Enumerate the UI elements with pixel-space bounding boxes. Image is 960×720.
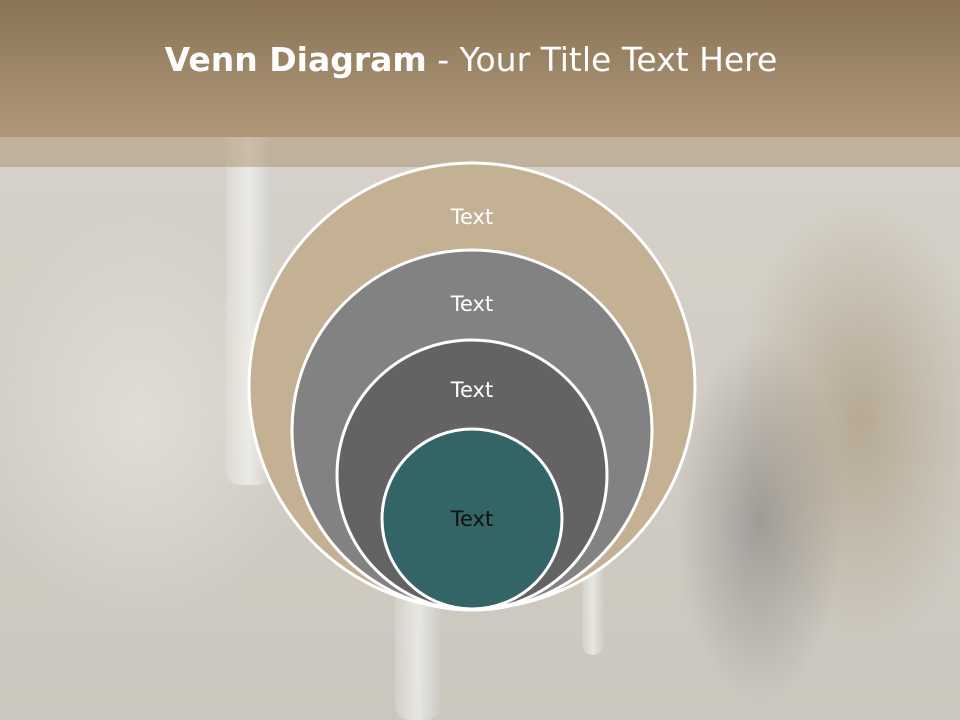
venn-label-3: Text (450, 378, 493, 402)
icicle-bottom (395, 590, 441, 720)
title-bar (0, 0, 960, 137)
venn-label-2: Text (450, 292, 493, 316)
venn-circle-4[interactable] (380, 427, 564, 611)
venn-label-4: Text (450, 507, 493, 531)
title-bold-part: Venn Diagram (164, 40, 427, 79)
slide-title: Venn Diagram - Your Title Text Here (0, 40, 942, 79)
title-rest-part: - Your Title Text Here (426, 40, 778, 79)
venn-label-1: Text (450, 205, 493, 229)
icicle-right (582, 565, 604, 655)
